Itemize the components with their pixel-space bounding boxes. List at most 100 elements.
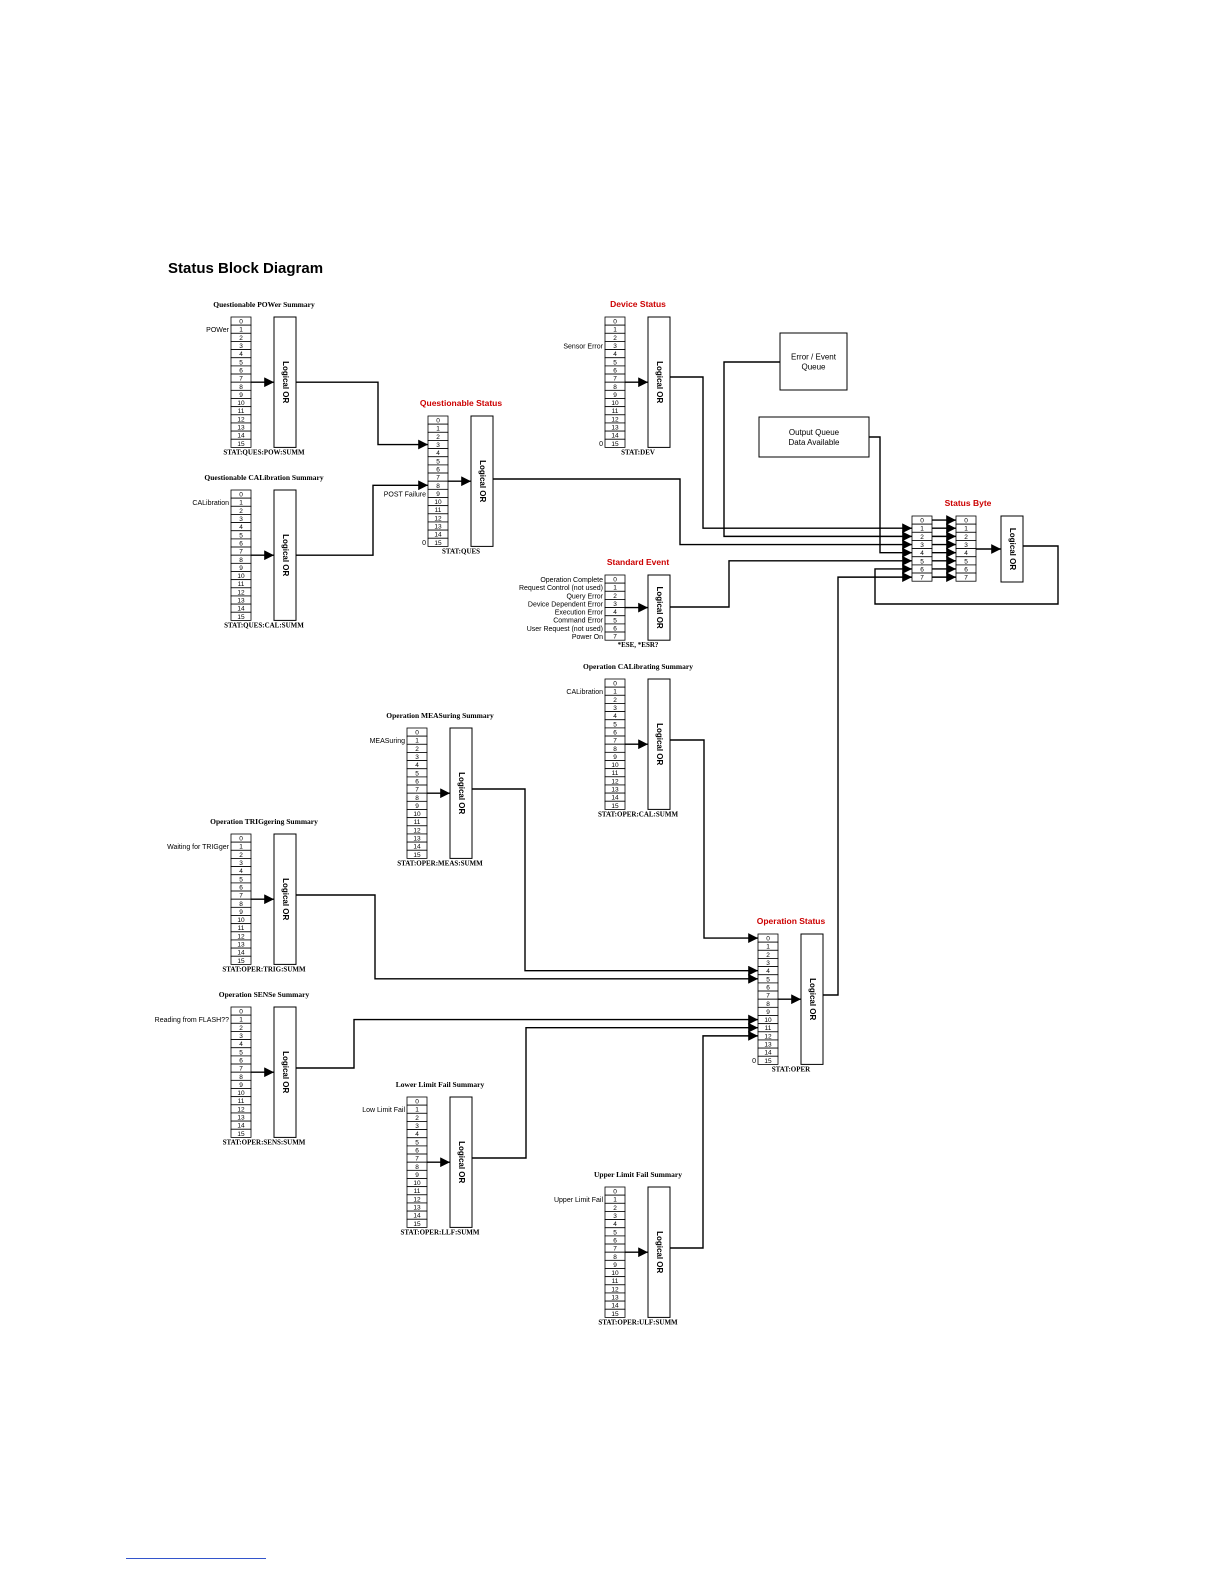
- bit-number: 12: [764, 1033, 772, 1040]
- bit-cell: [757, 1055, 779, 1065]
- bit-label: Execution Error: [555, 610, 604, 617]
- bit-number: 3: [964, 542, 968, 549]
- bit-label: MEASuring: [370, 738, 406, 745]
- bit-label: Request Control (not used): [519, 585, 603, 592]
- bit-number: 12: [237, 589, 245, 596]
- bit-number: 2: [613, 1205, 617, 1212]
- bit-number: 0: [766, 936, 770, 943]
- bit-number: 2: [239, 508, 243, 515]
- bit-number: 6: [415, 778, 419, 785]
- bit-number: 9: [239, 1082, 243, 1089]
- bit-number: 10: [611, 1270, 619, 1277]
- bit-cell: [406, 849, 428, 859]
- bit-number: 2: [613, 335, 617, 342]
- bit-number: 11: [612, 408, 619, 415]
- bit-number: 3: [436, 442, 440, 449]
- bit-number: 11: [238, 925, 245, 932]
- wire: [723, 361, 912, 542]
- bit-number: 0: [613, 1189, 617, 1196]
- bit-number: 5: [920, 558, 924, 565]
- bit-label: CALibration: [566, 689, 603, 696]
- box-frame: [779, 332, 848, 391]
- bit-number: 15: [764, 1058, 772, 1065]
- bit-number: 3: [239, 860, 243, 867]
- bit-number: 12: [611, 416, 619, 423]
- bit-number: 7: [239, 893, 243, 900]
- bit-number: 15: [434, 540, 442, 547]
- bit-number: 8: [415, 795, 419, 802]
- bit-number: 7: [613, 738, 617, 745]
- bit-number: 8: [613, 384, 617, 391]
- bit-number: 4: [613, 713, 617, 720]
- bit-number: 9: [613, 754, 617, 761]
- bit-number: 12: [237, 416, 245, 423]
- block-title: Standard Event: [607, 557, 670, 567]
- bit-number: 2: [239, 852, 243, 859]
- bit-cell: [604, 631, 626, 641]
- bit-number: 13: [611, 425, 619, 432]
- bit-number: 10: [237, 400, 245, 407]
- bit-number: 10: [434, 499, 442, 506]
- logical-or-label: Logical OR: [655, 1231, 664, 1273]
- bit-number: 13: [611, 787, 619, 794]
- block-caption: STAT:QUES:CAL:SUMM: [224, 621, 304, 629]
- bit-number: 3: [415, 1123, 419, 1130]
- bit-number: 7: [766, 993, 770, 1000]
- register-block-dev: Device Status0123456789101112131415Senso…: [563, 299, 671, 456]
- bit-label: CALibration: [192, 500, 229, 507]
- bit-number: 15: [237, 614, 245, 621]
- block-caption: STAT:OPER:MEAS:SUMM: [397, 859, 483, 867]
- bit-number: 5: [613, 617, 617, 624]
- bit-number: 5: [239, 532, 243, 539]
- wire: [296, 480, 428, 556]
- bit-number: 1: [613, 327, 617, 334]
- bit-number: 0: [239, 1009, 243, 1016]
- bit-number: 11: [238, 581, 245, 588]
- bit-number: 5: [613, 359, 617, 366]
- logical-or-label: Logical OR: [655, 586, 664, 628]
- register-block-oper-meas: Operation MEASuring Summary0123456789101…: [370, 711, 494, 867]
- bit-number: 9: [239, 909, 243, 916]
- bit-number: 0: [613, 681, 617, 688]
- bit-number: 8: [766, 1001, 770, 1008]
- bit-number: 6: [239, 1057, 243, 1064]
- block-title: Device Status: [610, 299, 666, 309]
- register-block-ques: Questionable Status012345678910111213141…: [384, 398, 503, 555]
- wire: [493, 478, 912, 550]
- bit-number: 6: [766, 984, 770, 991]
- bit-number: 11: [435, 507, 442, 514]
- bit-number: 0: [239, 492, 243, 499]
- bit-number: 2: [613, 593, 617, 600]
- bit-number: 4: [239, 868, 243, 875]
- bit-number: 2: [239, 335, 243, 342]
- bit-number: 11: [765, 1025, 772, 1032]
- bit-number: 8: [436, 483, 440, 490]
- bit-number: 0: [613, 319, 617, 326]
- box-text: Error / Event: [791, 353, 837, 362]
- bit-number: 14: [237, 1123, 245, 1130]
- logical-or-label: Logical OR: [808, 978, 817, 1020]
- bit-number: 11: [612, 770, 619, 777]
- bit-label: User Request (not used): [527, 626, 603, 633]
- bit-number: 2: [613, 697, 617, 704]
- bit-number: 8: [239, 1074, 243, 1081]
- bit-number: 10: [611, 400, 619, 407]
- block-caption: *ESE, *ESR?: [618, 641, 659, 649]
- bit-number: 5: [239, 876, 243, 883]
- bit-number: 10: [413, 811, 421, 818]
- block-caption: STAT:OPER:LLF:SUMM: [401, 1228, 480, 1236]
- bit-label: Operation Complete: [540, 577, 603, 584]
- bit-number: 14: [434, 532, 442, 539]
- register-block-ques-cal: Questionable CALibration Summary01234567…: [192, 473, 323, 629]
- bit-number: 6: [613, 1237, 617, 1244]
- bit-number: 6: [613, 625, 617, 632]
- bit-number: 5: [766, 976, 770, 983]
- register-block-oper-ulf: Upper Limit Fail Summary0123456789101112…: [554, 1170, 682, 1326]
- register-block-oper: Operation Status01234567891011121314150L…: [752, 916, 825, 1073]
- bit-number: 6: [920, 566, 924, 573]
- bit-number: 10: [237, 573, 245, 580]
- bit-number: 4: [920, 550, 924, 557]
- bit-number: 1: [239, 1017, 243, 1024]
- bit-number: 1: [920, 526, 924, 533]
- bit-number: 11: [238, 1098, 245, 1105]
